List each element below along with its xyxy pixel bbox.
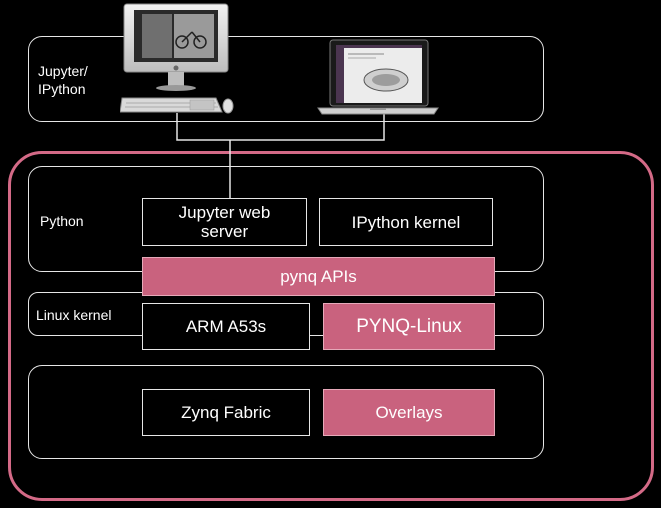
arm-a53s-box: ARM A53s: [142, 303, 310, 350]
ipython-kernel-box: IPython kernel: [319, 198, 493, 246]
pynq-board-frame: [8, 151, 654, 501]
overlays-box: Overlays: [323, 389, 495, 436]
desktop-computer-icon: [119, 2, 236, 114]
pynq-linux-box: PYNQ-Linux: [323, 303, 495, 350]
arm-a53s-label: ARM A53s: [185, 317, 267, 336]
pynq-apis-box: pynq APIs: [142, 257, 495, 296]
zynq-fabric-label: Zynq Fabric: [181, 403, 271, 422]
jupyter-web-server-box: Jupyter web server: [142, 198, 307, 246]
client-layer: [28, 36, 544, 122]
pynq-linux-label: PYNQ-Linux: [356, 316, 462, 337]
laptop-icon: [314, 36, 442, 116]
hardware-layer: [28, 365, 544, 459]
jupyter-web-server-label: Jupyter web server: [178, 203, 271, 241]
overlays-label: Overlays: [375, 403, 443, 422]
client-layer-label: Jupyter/ IPython: [38, 63, 88, 97]
zynq-fabric-box: Zynq Fabric: [142, 389, 310, 436]
python-layer-label: Python: [40, 213, 84, 229]
linux-kernel-layer-label: Linux kernel: [36, 307, 112, 323]
pynq-apis-label: pynq APIs: [280, 267, 357, 286]
ipython-kernel-label: IPython kernel: [351, 212, 461, 232]
